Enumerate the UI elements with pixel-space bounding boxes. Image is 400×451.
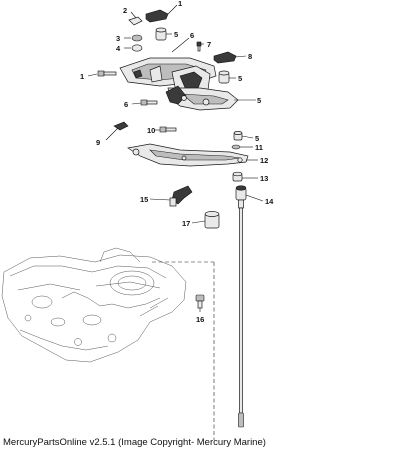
powerhead-block-sketch [1, 247, 187, 363]
callout-13: 12 [260, 156, 268, 165]
part-8-screw [196, 41, 202, 52]
callout-labels: 1 2 3 4 5 6 7 8 1 5 6 5 9 10 5 11 12 13 … [80, 0, 274, 324]
part-1-clip-top [145, 9, 169, 23]
part-5-screw-lower [159, 126, 177, 133]
callout-8: 7 [207, 40, 211, 49]
callout-6-top: 5 [174, 30, 178, 39]
callout-10: 9 [96, 138, 100, 147]
callout-3: 3 [116, 34, 120, 43]
part-6-bushing-top [155, 27, 167, 41]
image-caption: MercuryPartsOnline v2.5.1 (Image Copyrig… [3, 437, 266, 448]
callout-5-lower: 10 [147, 126, 155, 135]
part-16-bushing [204, 211, 220, 229]
part-4-bushing [131, 44, 143, 52]
part-2-retainer [128, 16, 143, 26]
callout-5-middle: 6 [124, 100, 128, 109]
part-17-bracket [169, 185, 193, 207]
part-14-bushing [232, 171, 243, 182]
callout-17: 15 [140, 195, 148, 204]
part-1-clip-right [213, 51, 237, 64]
callout-5-left: 1 [80, 72, 84, 81]
callout-1-right: 8 [248, 52, 252, 61]
part-6-bushing-right [218, 70, 230, 84]
part-11-bushing [233, 131, 243, 141]
part-5-screw-middle [140, 99, 158, 106]
callout-11: 5 [255, 134, 259, 143]
callout-6-right: 5 [238, 74, 242, 83]
part-5-screw-left [97, 70, 117, 77]
callout-1-top: 1 [178, 0, 182, 8]
callout-4: 4 [116, 44, 121, 53]
part-13-link-arm [127, 143, 249, 167]
part-10-pin [113, 121, 129, 131]
callout-16: 17 [182, 219, 190, 228]
callout-14: 13 [260, 174, 268, 183]
callout-7: 6 [190, 31, 194, 40]
part-12-washer [231, 144, 241, 150]
part-15-shift-rod [235, 185, 247, 428]
callout-18: 16 [196, 315, 204, 324]
callout-12: 11 [255, 143, 263, 152]
callout-2: 2 [123, 6, 127, 15]
bracket-assembly [119, 57, 239, 111]
part-3-grommet [131, 34, 143, 42]
part-18-fitting [195, 294, 205, 309]
callout-15: 14 [265, 197, 274, 206]
leader-lines [87, 4, 264, 312]
callout-9: 5 [257, 96, 261, 105]
